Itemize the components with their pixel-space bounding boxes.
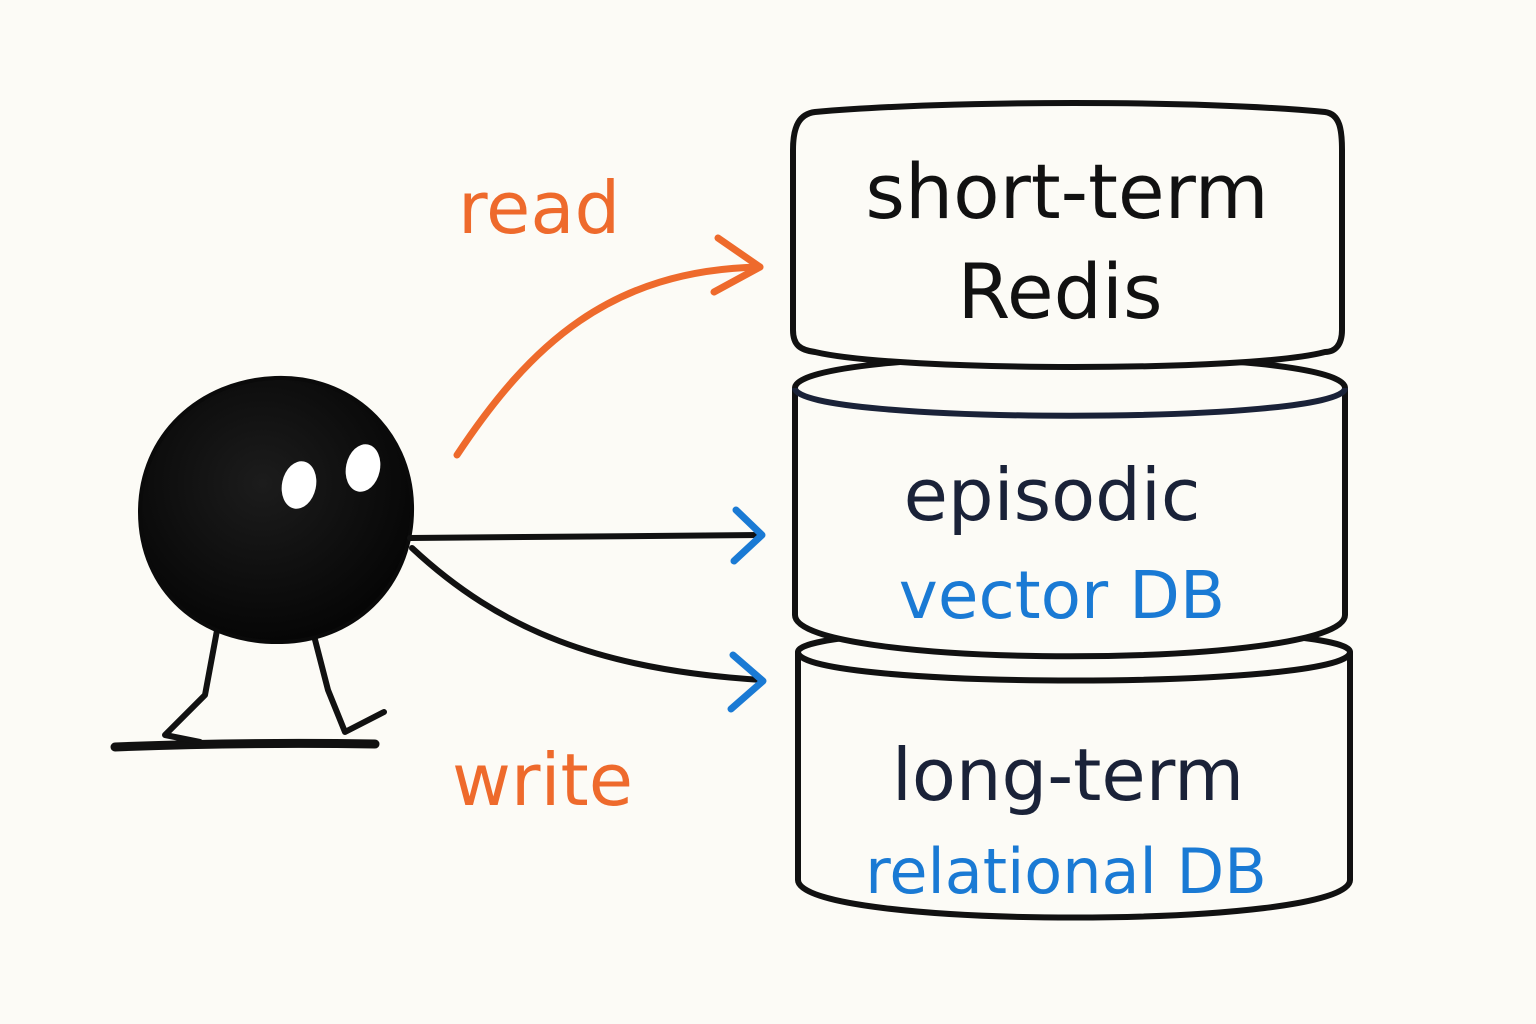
short-term-title: short-term bbox=[865, 147, 1268, 236]
memory-stack bbox=[790, 100, 1353, 921]
agent-right-eye bbox=[345, 444, 381, 492]
episodic-title: episodic bbox=[904, 453, 1201, 537]
agent-character-icon bbox=[110, 375, 415, 752]
write-arrow-episodic-icon bbox=[407, 506, 766, 565]
read-arrow-icon bbox=[453, 234, 764, 459]
agent-left-eye bbox=[281, 461, 317, 509]
write-label: write bbox=[452, 738, 633, 822]
long-term-title: long-term bbox=[892, 733, 1244, 817]
agent-left-leg bbox=[162, 622, 221, 745]
agent-right-leg bbox=[309, 625, 387, 735]
write-arrow-longterm-icon bbox=[409, 545, 767, 713]
long-term-store: relational DB bbox=[865, 835, 1266, 908]
ground-line bbox=[110, 738, 380, 752]
short-term-store: Redis bbox=[957, 247, 1162, 336]
cylinder-short-term bbox=[790, 100, 1345, 370]
read-label: read bbox=[458, 166, 620, 250]
agent-body bbox=[137, 375, 415, 645]
episodic-store: vector DB bbox=[899, 557, 1225, 634]
